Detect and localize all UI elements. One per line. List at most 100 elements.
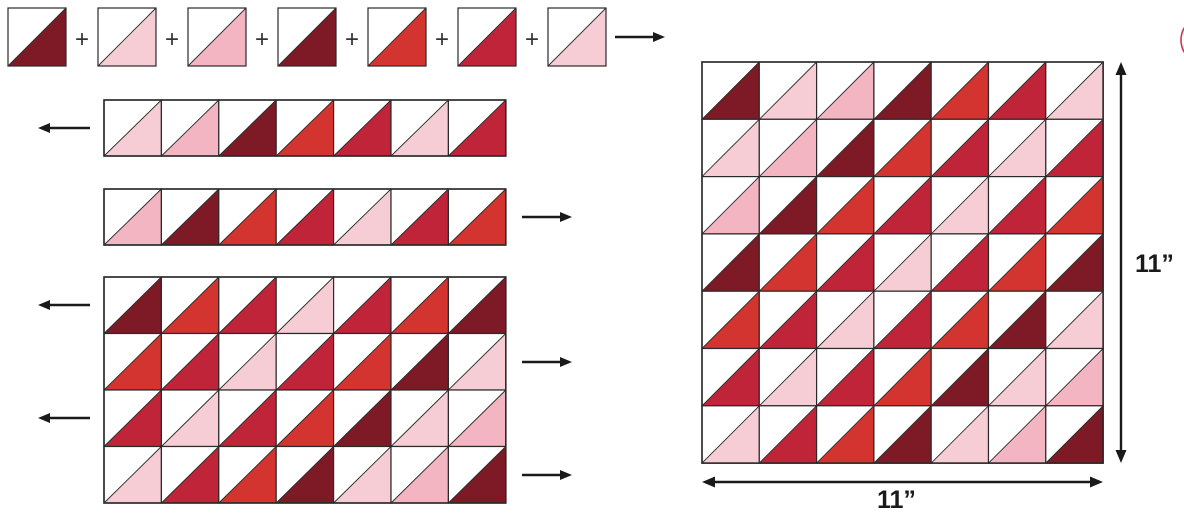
hst-unit (390, 389, 450, 448)
diagonal-seam (103, 99, 162, 157)
hst-unit (390, 188, 450, 246)
diagonal-seam (390, 188, 449, 246)
diagonal-seam (873, 61, 932, 120)
hst-unit (873, 61, 932, 120)
join-plus-sign: + (75, 26, 89, 53)
hst-unit (275, 389, 335, 448)
diagonal-seam (758, 233, 817, 292)
hst-unit (758, 233, 818, 292)
join-plus-sign: + (525, 26, 539, 53)
hst-unit (275, 276, 335, 335)
unit-row (103, 99, 507, 157)
hst-unit (160, 188, 220, 246)
diagonal-seam (161, 276, 220, 334)
join-plus-sign: + (255, 26, 269, 53)
grid-frame (103, 276, 507, 504)
hst-unit (987, 61, 1047, 120)
unit-row (103, 445, 507, 504)
right-arrow-icon (522, 212, 572, 222)
diagonal-seam (448, 188, 507, 246)
unit-row (103, 332, 507, 391)
unit-outline (547, 7, 607, 67)
hst-unit (1045, 118, 1104, 178)
diagonal-seam (161, 99, 220, 157)
diagonal-seam (873, 405, 932, 464)
hst-unit (447, 445, 507, 504)
hst-unit (1045, 233, 1104, 292)
hst-unit (367, 7, 427, 67)
hst-unit (218, 445, 277, 504)
diagonal-seam (873, 233, 932, 292)
finished-block (701, 61, 1104, 464)
hst-unit (758, 405, 818, 464)
join-plus-sign: + (345, 26, 359, 53)
diagonal-seam (988, 290, 1047, 349)
hst-unit (447, 99, 507, 157)
grid-frame (103, 99, 507, 157)
hst-unit (103, 276, 163, 335)
diagonal-seam (1045, 61, 1104, 120)
left-arrow-icon (38, 413, 90, 423)
hst-unit (1045, 61, 1104, 120)
hst-unit (333, 188, 392, 246)
diagonal-seam (390, 276, 449, 334)
step1-unit-sequence: ++++++ (7, 7, 607, 67)
hst-unit (758, 290, 818, 350)
hst-unit (390, 99, 450, 157)
hst-unit (815, 176, 875, 235)
diagonal-seam (988, 61, 1047, 120)
hst-unit (275, 99, 335, 157)
hst-unit (987, 233, 1047, 292)
join-plus-sign: + (435, 26, 449, 53)
hst-unit (930, 176, 990, 235)
hst-unit (758, 347, 818, 407)
diagonal-seam (448, 389, 507, 447)
hst-unit (930, 405, 990, 464)
hst-unit (1045, 405, 1104, 464)
diagonal-seam (816, 290, 875, 349)
diagonal-seam (1045, 118, 1104, 177)
hst-unit (277, 7, 337, 67)
hst-unit (815, 233, 875, 292)
diagonal-seam (448, 276, 507, 334)
diagonal-seam (390, 389, 449, 447)
diagonal-seam (218, 333, 277, 391)
hst-unit (701, 176, 760, 235)
diagonal-seam (7, 7, 67, 67)
hst-unit (930, 290, 990, 350)
hst-unit (701, 290, 760, 350)
hst-unit (987, 118, 1047, 178)
diagonal-seam (275, 99, 334, 157)
diagonal-seam (1045, 290, 1104, 349)
hst-unit (930, 233, 990, 292)
hst-unit (930, 118, 990, 178)
hst-unit (187, 7, 247, 67)
diagonal-seam (275, 389, 334, 447)
hst-unit (218, 332, 277, 391)
hst-unit (160, 276, 220, 335)
diagonal-seam (930, 405, 989, 464)
hst-unit (930, 61, 990, 120)
hst-unit (275, 445, 335, 504)
diagonal-seam (988, 233, 1047, 292)
diagonal-seam (988, 118, 1047, 177)
press-direction-arrows (38, 32, 665, 480)
hst-unit (160, 332, 220, 391)
diagonal-seam (758, 405, 817, 464)
diagonal-seam (333, 276, 392, 334)
diagonal-seam (930, 176, 989, 235)
hst-unit (873, 347, 932, 407)
diagonal-seam (701, 290, 760, 349)
diagonal-seam (333, 99, 392, 157)
hst-unit (103, 389, 163, 448)
hst-unit (1045, 347, 1104, 407)
hst-unit (815, 290, 875, 350)
hst-unit (701, 405, 760, 464)
diagonal-seam (701, 176, 760, 235)
hst-unit (701, 118, 760, 178)
unit-outline (97, 7, 157, 67)
diagonal-seam (103, 389, 162, 447)
left-arrow-icon (38, 123, 90, 133)
step-badge-icon (1180, 26, 1184, 54)
hst-unit (547, 7, 607, 67)
